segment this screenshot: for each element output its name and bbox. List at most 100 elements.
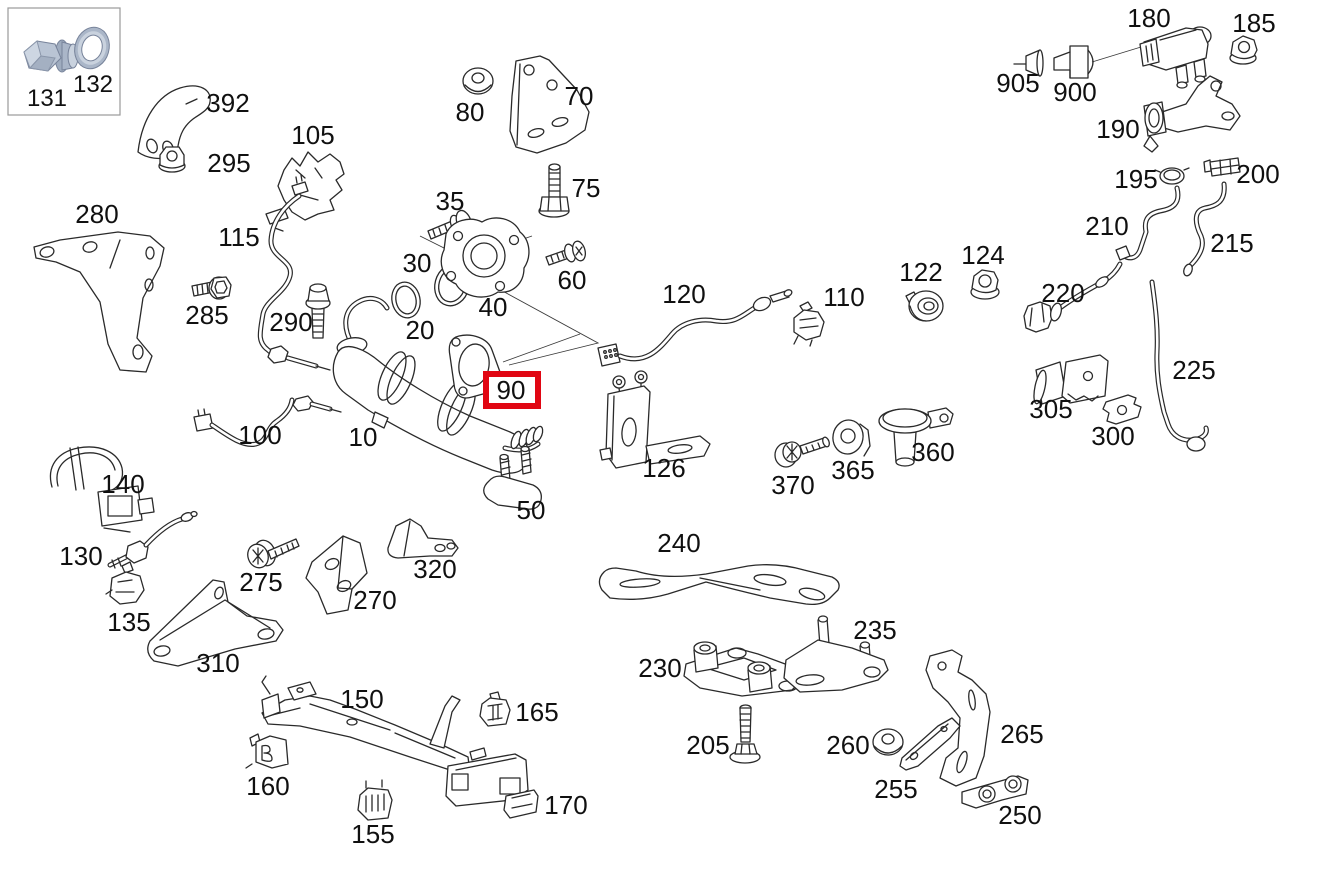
part-label-155[interactable]: 155 (351, 819, 394, 849)
part-label-295[interactable]: 295 (207, 148, 250, 178)
part-label-180[interactable]: 180 (1127, 3, 1170, 33)
part-label-250[interactable]: 250 (998, 800, 1041, 830)
part-label-30[interactable]: 30 (403, 248, 432, 278)
part-label-40[interactable]: 40 (479, 292, 508, 322)
part-label-905[interactable]: 905 (996, 68, 1039, 98)
part-150-drawing (261, 675, 471, 773)
part-label-20[interactable]: 20 (406, 315, 435, 345)
part-label-140[interactable]: 140 (101, 469, 144, 499)
part-label-285[interactable]: 285 (185, 300, 228, 330)
part-label-320[interactable]: 320 (413, 554, 456, 584)
part-label-365[interactable]: 365 (831, 455, 874, 485)
part-label-131[interactable]: 131 (27, 85, 67, 112)
part-210-drawing (1115, 185, 1181, 261)
part-label-75[interactable]: 75 (572, 173, 601, 203)
part-900-drawing (1053, 45, 1094, 79)
part-240-drawing (598, 564, 840, 606)
part-255-drawing (899, 717, 961, 771)
part-label-230[interactable]: 230 (638, 653, 681, 683)
part-label-300[interactable]: 300 (1091, 421, 1134, 451)
part-label-205[interactable]: 205 (686, 730, 729, 760)
part-label-290[interactable]: 290 (269, 307, 312, 337)
part-label-255[interactable]: 255 (874, 774, 917, 804)
part-10-drawing (332, 295, 544, 474)
part-225-drawing (1149, 279, 1209, 452)
part-310-drawing (147, 579, 284, 667)
part-215-drawing (1183, 181, 1227, 277)
part-label-270[interactable]: 270 (353, 585, 396, 615)
part-300-drawing (1102, 394, 1142, 425)
part-label-60[interactable]: 60 (558, 265, 587, 295)
part-label-210[interactable]: 210 (1085, 211, 1128, 241)
part-label-10[interactable]: 10 (349, 422, 378, 452)
part-label-280[interactable]: 280 (75, 199, 118, 229)
part-label-260[interactable]: 260 (826, 730, 869, 760)
part-label-100[interactable]: 100 (238, 420, 281, 450)
part-295-drawing (158, 146, 186, 173)
part-label-370[interactable]: 370 (771, 470, 814, 500)
part-label-305[interactable]: 305 (1029, 394, 1072, 424)
part-290-drawing (305, 283, 331, 339)
part-155-drawing (357, 779, 393, 821)
part-label-120[interactable]: 120 (662, 279, 705, 309)
part-130-drawing (107, 510, 198, 569)
part-label-160[interactable]: 160 (246, 771, 289, 801)
part-132-drawing (74, 26, 110, 70)
part-label-225[interactable]: 225 (1172, 355, 1215, 385)
part-label-195[interactable]: 195 (1114, 164, 1157, 194)
part-label-115[interactable]: 115 (218, 222, 259, 252)
part-labels: 392 295 105 280 115 285 290 30 20 35 40 … (59, 3, 1279, 849)
part-label-392[interactable]: 392 (206, 88, 249, 118)
part-131-drawing (23, 39, 79, 73)
part-label-90[interactable]: 90 (497, 375, 526, 405)
part-275-drawing (247, 538, 300, 569)
part-label-35[interactable]: 35 (436, 186, 465, 216)
part-label-105[interactable]: 105 (291, 120, 334, 150)
part-label-110[interactable]: 110 (823, 282, 864, 312)
part-label-80[interactable]: 80 (456, 97, 485, 127)
part-126-drawing (599, 370, 711, 469)
part-label-132[interactable]: 132 (73, 71, 113, 98)
part-label-220[interactable]: 220 (1041, 278, 1084, 308)
part-label-70[interactable]: 70 (565, 81, 594, 111)
part-195-drawing (1154, 167, 1190, 185)
part-label-265[interactable]: 265 (1000, 719, 1043, 749)
part-label-170[interactable]: 170 (544, 790, 587, 820)
part-label-215[interactable]: 215 (1210, 228, 1253, 258)
part-80-drawing (462, 67, 494, 95)
part-label-360[interactable]: 360 (911, 437, 954, 467)
part-122-drawing (905, 290, 944, 322)
part-label-900[interactable]: 900 (1053, 77, 1096, 107)
part-label-126[interactable]: 126 (642, 453, 685, 483)
part-label-240[interactable]: 240 (657, 528, 700, 558)
part-135-drawing (105, 561, 145, 605)
part-70-drawing (509, 55, 590, 154)
highlighted-part-90[interactable]: 90 (483, 371, 541, 409)
part-label-165[interactable]: 165 (515, 697, 558, 727)
part-label-275[interactable]: 275 (239, 567, 282, 597)
part-40-drawing (440, 217, 530, 298)
part-label-135[interactable]: 135 (107, 607, 150, 637)
part-label-124[interactable]: 124 (961, 240, 1004, 270)
part-label-190[interactable]: 190 (1096, 114, 1139, 144)
part-label-200[interactable]: 200 (1236, 159, 1279, 189)
part-160-drawing (245, 733, 289, 769)
part-label-310[interactable]: 310 (196, 648, 239, 678)
part-270-drawing (305, 535, 368, 615)
part-280-drawing (33, 231, 165, 373)
part-115-drawing (257, 174, 331, 371)
part-60-drawing (545, 240, 586, 266)
part-220-drawing (1023, 261, 1123, 333)
part-370-drawing (774, 436, 830, 468)
part-label-235[interactable]: 235 (853, 615, 896, 645)
part-label-50[interactable]: 50 (517, 495, 546, 525)
part-label-130[interactable]: 130 (59, 541, 102, 571)
part-label-185[interactable]: 185 (1232, 8, 1275, 38)
part-110-drawing (793, 301, 825, 347)
part-label-150[interactable]: 150 (340, 684, 383, 714)
part-165-drawing (479, 691, 511, 727)
part-label-122[interactable]: 122 (899, 257, 942, 287)
part-265-drawing (925, 649, 991, 787)
